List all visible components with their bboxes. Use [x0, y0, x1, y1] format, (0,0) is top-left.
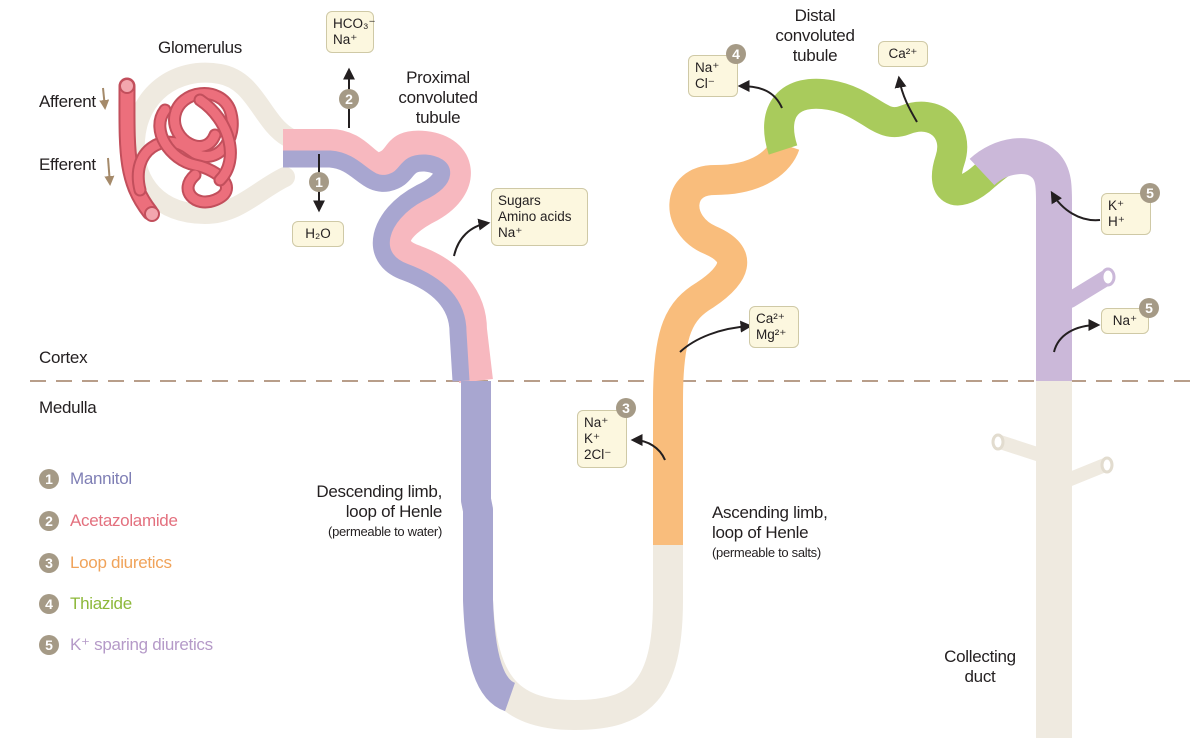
cd-h-text: H⁺ — [1108, 214, 1125, 229]
na-text-pct: Na⁺ — [333, 32, 358, 47]
collecting-line-2: duct — [964, 667, 996, 686]
ca-text: Ca²⁺ — [756, 311, 785, 326]
cd-k-text: K⁺ — [1108, 198, 1125, 213]
descending-line-1: Descending limb, — [316, 482, 442, 501]
arrow-na-collecting — [1053, 319, 1101, 353]
legend-badge-5: 5 — [39, 635, 59, 655]
badge-1: 1 — [309, 172, 329, 192]
badge-3: 3 — [616, 398, 636, 418]
h2o-text: H₂O — [305, 226, 331, 241]
legend-badge-1: 1 — [39, 469, 59, 489]
arrow-ca-mg — [679, 320, 753, 353]
badge-5-lower: 5 — [1139, 298, 1159, 318]
sugars-box: Sugars Amino acids Na⁺ — [491, 188, 588, 246]
legend-label-mannitol: Mannitol — [70, 469, 132, 488]
legend-badge-2: 2 — [39, 511, 59, 531]
efferent-arrow — [104, 157, 115, 186]
arrow-nak2cl — [630, 434, 666, 461]
descending-limb-label: Descending limb, loop of Henle (permeabl… — [280, 482, 442, 540]
cd-na-text: Na⁺ — [1112, 313, 1138, 328]
ascending-line-2: loop of Henle — [712, 523, 809, 542]
na-k-2cl-box: Na⁺ K⁺ 2Cl⁻ — [577, 410, 627, 468]
arrow-sugars — [453, 218, 491, 257]
sugars-na-text: Na⁺ — [498, 225, 523, 240]
lh-na-text: Na⁺ — [584, 415, 609, 430]
descending-line-2: loop of Henle — [345, 502, 443, 521]
ca-distal-box: Ca²⁺ — [878, 41, 928, 67]
lh-k-text: K⁺ — [584, 431, 601, 446]
proximal-line-3: tubule — [415, 108, 461, 127]
proximal-line-1: Proximal — [406, 68, 470, 87]
distal-line-3: tubule — [792, 46, 838, 65]
legend-label-loop-diuretics: Loop diuretics — [70, 553, 172, 572]
proximal-tubule-label: Proximal convoluted tubule — [383, 68, 493, 128]
lh-2cl-text: 2Cl⁻ — [584, 447, 612, 462]
hco3-text: HCO₃⁻ — [333, 16, 376, 31]
afferent-arrow — [99, 87, 110, 110]
cortex-label: Cortex — [39, 348, 88, 367]
legend-badge-3: 3 — [39, 553, 59, 573]
distal-line-1: Distal — [794, 6, 836, 25]
ascending-line-1: Ascending limb, — [712, 503, 828, 522]
sugars-text: Sugars — [498, 193, 541, 208]
h2o-box: H₂O — [292, 221, 344, 247]
distal-tubule — [764, 78, 1018, 206]
collecting-duct-label: Collecting duct — [930, 647, 1030, 687]
efferent-label: Efferent — [39, 155, 96, 174]
amino-acids-text: Amino acids — [498, 209, 572, 224]
proximal-tubule — [283, 129, 493, 383]
distal-cl-text: Cl⁻ — [695, 76, 715, 91]
badge-5-upper: 5 — [1140, 183, 1160, 203]
medulla-label: Medulla — [39, 398, 97, 417]
legend-label-thiazide: Thiazide — [70, 594, 132, 613]
distal-line-2: convoluted — [775, 26, 855, 45]
badge-2: 2 — [339, 89, 359, 109]
ascending-limb-label: Ascending limb, loop of Henle (permeable… — [712, 503, 828, 561]
loop-of-henle — [461, 139, 800, 730]
arrow-ca-distal — [894, 75, 918, 123]
legend-label-acetazolamide: Acetazolamide — [70, 511, 178, 530]
distal-tubule-label: Distal convoluted tubule — [760, 6, 870, 66]
legend-badge-4: 4 — [39, 594, 59, 614]
proximal-line-2: convoluted — [398, 88, 478, 107]
glomerulus-label: Glomerulus — [158, 38, 242, 57]
hco3-na-box: HCO₃⁻ Na⁺ — [326, 11, 376, 53]
ascending-note: (permeable to salts) — [712, 545, 821, 560]
glomerulus-capillaries — [118, 77, 239, 222]
collecting-line-1: Collecting — [944, 647, 1016, 666]
descending-note: (permeable to water) — [328, 524, 442, 539]
distal-ca-text: Ca²⁺ — [888, 46, 918, 61]
distal-na-text: Na⁺ — [695, 60, 720, 75]
afferent-label: Afferent — [39, 92, 96, 111]
arrow-nacl — [737, 80, 783, 109]
legend-label-k-sparing: K⁺ sparing diuretics — [70, 635, 213, 654]
badge-4: 4 — [726, 44, 746, 64]
mg-text: Mg²⁺ — [756, 327, 787, 342]
arrow-kh — [1050, 190, 1101, 222]
ca-mg-box: Ca²⁺ Mg²⁺ — [749, 306, 799, 348]
